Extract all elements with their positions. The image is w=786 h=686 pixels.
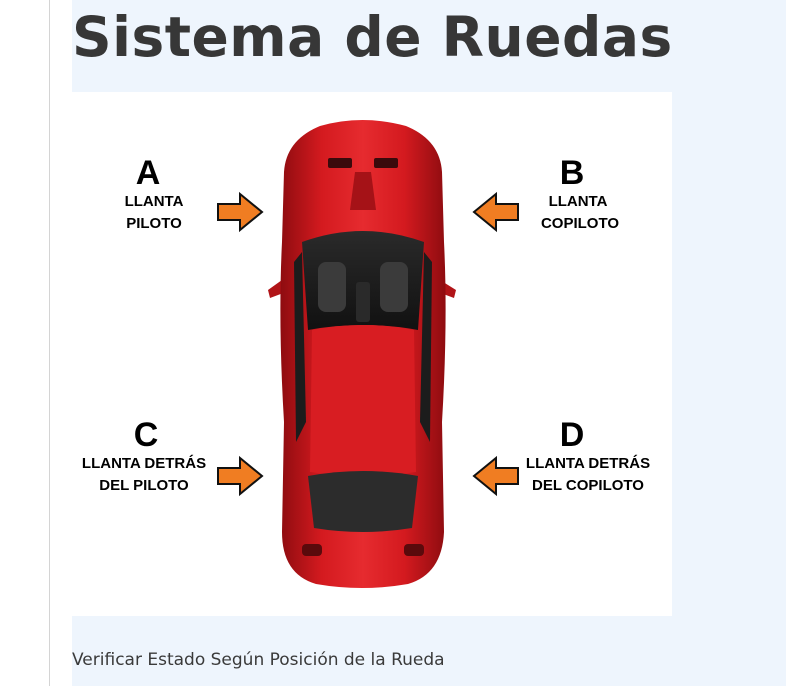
label-a-letter: A xyxy=(136,154,161,192)
label-d-line1: LLANTA DETRÁS xyxy=(526,455,650,472)
label-d-letter: D xyxy=(560,416,585,454)
page-title: Sistema de Ruedas xyxy=(72,5,673,69)
label-a-line1: LLANTA xyxy=(125,193,184,210)
arrow-b xyxy=(472,191,519,233)
label-d-line2: DEL COPILOTO xyxy=(532,477,644,494)
label-c-letter: C xyxy=(134,416,159,454)
image-caption: Verificar Estado Según Posición de la Ru… xyxy=(72,650,445,670)
left-divider xyxy=(49,0,50,686)
arrow-a xyxy=(217,191,264,233)
label-b-line2: COPILOTO xyxy=(541,215,619,232)
wheel-diagram-image: A LLANTA PILOTO B LLANTA COPILOTO C LLAN… xyxy=(72,92,672,616)
label-b-line1: LLANTA xyxy=(549,193,608,210)
wheel-diagram-svg: A LLANTA PILOTO B LLANTA COPILOTO C LLAN… xyxy=(82,120,650,588)
arrow-d xyxy=(472,455,519,497)
label-a-line2: PILOTO xyxy=(126,215,182,232)
label-c-line1: LLANTA DETRÁS xyxy=(82,455,206,472)
arrow-c xyxy=(217,455,264,497)
car-top-view xyxy=(268,120,456,588)
label-c-line2: DEL PILOTO xyxy=(99,477,189,494)
label-b-letter: B xyxy=(560,154,585,192)
